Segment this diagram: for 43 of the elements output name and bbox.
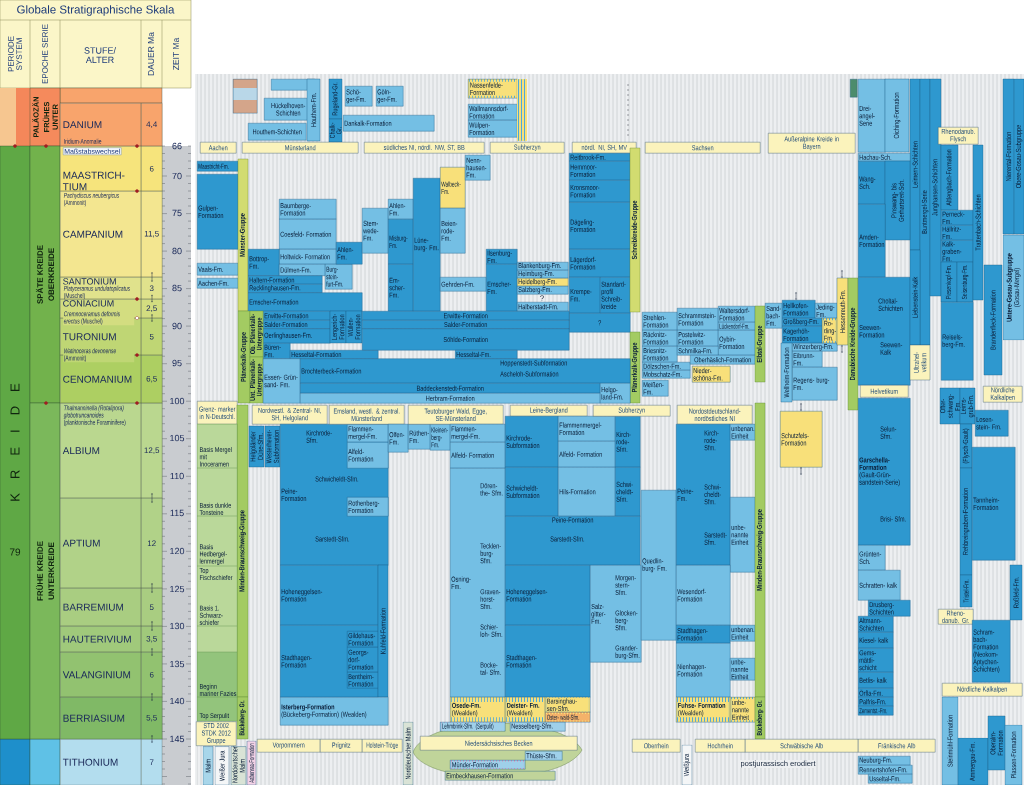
formation-box [517, 79, 527, 141]
column-header: ZEIT Ma [173, 37, 179, 71]
color-block [850, 79, 858, 98]
tick-label: 115 [170, 509, 184, 517]
duration-cell: 3,5 [141, 626, 163, 653]
tick-label: 70 [172, 172, 182, 180]
tick-label: 66 [172, 142, 182, 150]
tick-label: 100 [170, 397, 185, 405]
duration-cell: 5 [141, 318, 163, 356]
tick-label: 125 [170, 585, 185, 593]
duration-cell: 5,5 [141, 697, 163, 740]
epoch-cell: SPÄTE KREIDE OBERKREIDE [29, 145, 61, 404]
duration-cell: 6 [141, 652, 163, 698]
duration-cell: 6,5 [141, 355, 163, 404]
duration-cell: 11,5 [141, 191, 163, 278]
duration-cell: 5 [141, 588, 163, 627]
tick-label: 130 [170, 622, 185, 630]
duration-label: 79 [9, 548, 21, 556]
column-header: STUFE/ ALTER [84, 47, 116, 63]
duration-cell: 2,5 [141, 299, 163, 319]
duration-cell: 12 [141, 498, 163, 589]
color-block [233, 79, 258, 114]
tick-label: 90 [172, 322, 182, 330]
tick-label: 85 [172, 284, 182, 292]
duration-cell: 7 [141, 739, 163, 785]
duration-cell: 3 [141, 277, 163, 300]
tick-label: 110 [170, 472, 184, 480]
tick-label: 105 [170, 434, 185, 442]
tick-label: 120 [170, 547, 185, 555]
tick-label: 75 [172, 209, 182, 217]
duration-cell: 12,5 [141, 403, 163, 499]
column-header: EPOCHE SERIE [42, 24, 48, 84]
duration-cell: 4,4 [141, 103, 163, 147]
epoch-cell: FRÜHE KREIDE UNTERKREIDE [29, 402, 61, 740]
tick-label: 135 [170, 660, 185, 668]
column-header: DAUER Ma [148, 32, 154, 76]
column-header: PERIODE SYSTEM [8, 36, 22, 72]
tick-label: 80 [172, 247, 182, 255]
chart-title: Globale Stratigraphische Skala [17, 5, 175, 16]
tick-label: 95 [172, 359, 182, 367]
duration-cell: 6 [141, 146, 163, 192]
tick-label: 140 [170, 697, 185, 705]
tick-label: 145 [170, 735, 185, 743]
